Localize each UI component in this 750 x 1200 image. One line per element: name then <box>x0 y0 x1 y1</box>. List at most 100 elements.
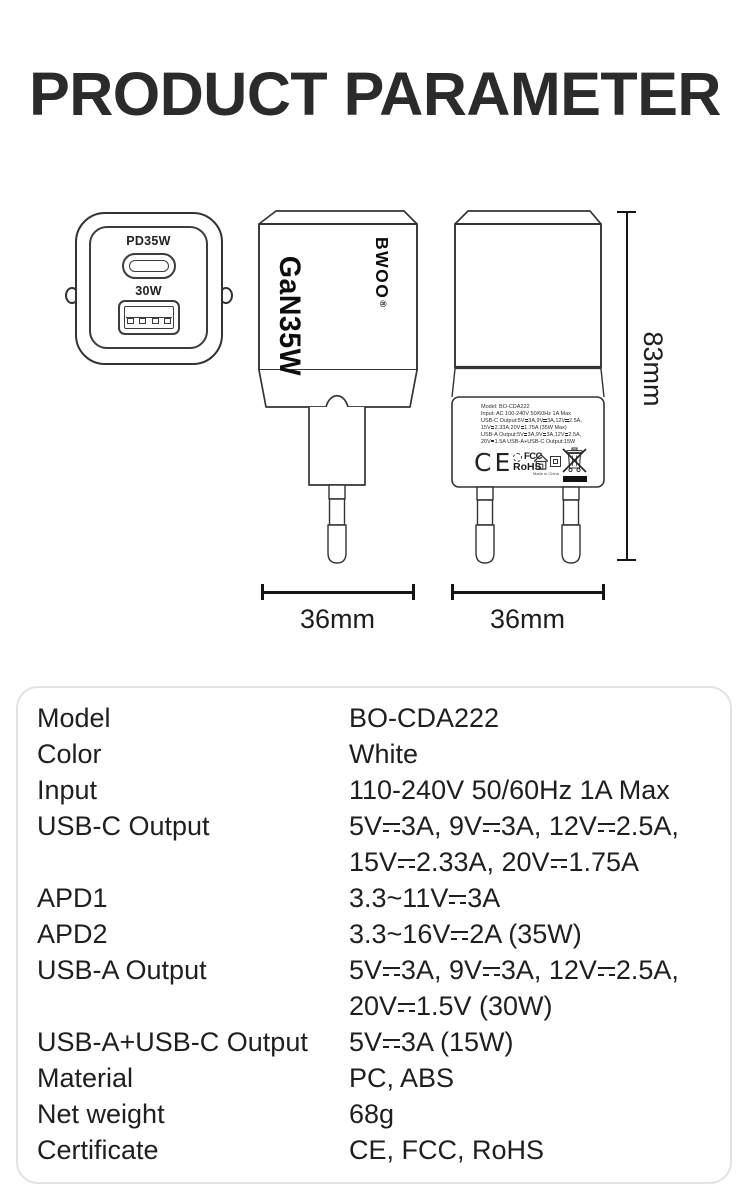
dc-symbol <box>383 967 400 979</box>
plug-pin-shaft <box>328 498 346 526</box>
usb-a-contact-pin <box>139 317 147 324</box>
spec-label: APD1 <box>37 883 108 913</box>
spec-label: USB-A Output <box>37 955 207 985</box>
weee-bin-icon <box>562 447 587 473</box>
side-body <box>258 223 418 371</box>
usb-c-port-label: PD35W <box>126 234 171 248</box>
usb-a-contacts <box>126 317 172 324</box>
side-view-outline <box>258 210 418 564</box>
dc-symbol <box>451 931 468 943</box>
back-top-face <box>454 210 602 225</box>
height-dim-line <box>626 212 628 560</box>
plug-pin-tip <box>327 524 347 564</box>
rohs-mark: RoHS <box>513 461 542 473</box>
dc-symbol <box>543 419 548 423</box>
dc-symbol <box>564 433 569 437</box>
side-top-face <box>258 210 418 225</box>
spec-value: White <box>349 739 419 769</box>
back-body <box>454 223 602 369</box>
dc-symbol <box>550 859 568 871</box>
back-label-line: Model: BO-CDA222 <box>481 404 530 410</box>
dc-symbol <box>491 426 495 430</box>
width-dim-line-side <box>261 591 414 594</box>
dc-symbol <box>542 433 547 437</box>
usb-c-port-pin <box>129 259 169 272</box>
front-panel: PD35W 30W <box>89 226 208 349</box>
width-dim-label-side: 36mm <box>299 604 375 634</box>
dc-symbol <box>524 419 529 423</box>
weee-underline-bar <box>563 476 587 482</box>
height-dim-cap-top <box>617 211 636 213</box>
gan-watt-text: GaN35W <box>273 255 306 376</box>
dc-symbol <box>449 895 466 907</box>
width-dim-cap <box>602 584 605 600</box>
page-title: PRODUCT PARAMETER <box>29 60 721 128</box>
spec-label: Material <box>37 1063 134 1093</box>
spec-row: Net weight 68g <box>37 1096 710 1132</box>
back-flare-right <box>600 368 605 398</box>
side-base <box>258 369 418 408</box>
back-pin1-neck <box>476 486 494 501</box>
usb-a-port-label: 30W <box>135 284 162 298</box>
spec-row: Model BO-CDA222 <box>37 700 710 736</box>
usb-a-contact-pin <box>127 317 134 324</box>
spec-row: Material PC, ABS <box>37 1060 710 1096</box>
plug-block <box>308 407 366 486</box>
back-label-line: Input: AC 100-240V 50/60Hz 1A Max <box>481 410 571 417</box>
spec-label: Color <box>37 739 102 769</box>
spec-value: CE, FCC, RoHS <box>349 1135 545 1165</box>
spec-label: Certificate <box>37 1135 159 1165</box>
back-pin1-shaft <box>476 499 494 526</box>
front-shell: PD35W 30W <box>75 212 223 365</box>
indoor-use-icon <box>534 454 548 470</box>
spec-row: Certificate CE, FCC, RoHS <box>37 1132 710 1168</box>
dc-symbol <box>483 823 500 835</box>
usb-a-port <box>118 300 180 335</box>
dc-symbol <box>565 419 570 423</box>
height-dim-cap-bottom <box>617 559 636 561</box>
height-dim-label: 83mm <box>638 331 668 407</box>
width-dim-line-back <box>451 591 604 594</box>
dc-symbol <box>383 1039 400 1051</box>
fcc-mark: FCC <box>524 451 543 462</box>
product-diagram: PD35W 30W <box>0 190 750 650</box>
spec-row: Input 110-240V 50/60Hz 1A Max <box>37 772 710 808</box>
width-dim-cap <box>412 584 415 600</box>
recycle-logo-icon <box>513 453 522 462</box>
back-pin2-tip <box>561 524 581 564</box>
width-dim-cap <box>451 584 454 600</box>
usb-c-port <box>122 253 176 279</box>
dc-symbol <box>398 859 415 871</box>
back-spec-label: Model: BO-CDA222 Input: AC 100-240V 50/6… <box>481 404 603 445</box>
brand-name: BWOO <box>372 237 392 300</box>
usb-a-contact-pin <box>163 317 171 324</box>
spec-label: USB-C Output <box>37 811 210 841</box>
spec-value: 68g <box>349 1099 395 1129</box>
brand-logo-text: BWOO® <box>372 237 392 309</box>
dc-symbol <box>491 440 495 444</box>
dc-symbol <box>398 1003 415 1015</box>
ce-mark: CE <box>474 448 514 477</box>
width-dim-cap <box>261 584 264 600</box>
class-ii-inner-square <box>553 459 558 464</box>
dc-symbol <box>598 823 615 835</box>
spec-table: Model BO-CDA222 Color White Input 110-24… <box>16 686 732 1184</box>
spec-label: Net weight <box>37 1099 165 1129</box>
spec-value: BO-CDA222 <box>349 703 500 733</box>
spec-value: 110-240V 50/60Hz 1A Max <box>349 775 670 805</box>
spec-label: Model <box>37 703 111 733</box>
width-dim-label-back: 36mm <box>489 604 565 634</box>
dc-symbol <box>520 426 525 430</box>
usb-a-contact-pin <box>151 317 159 324</box>
